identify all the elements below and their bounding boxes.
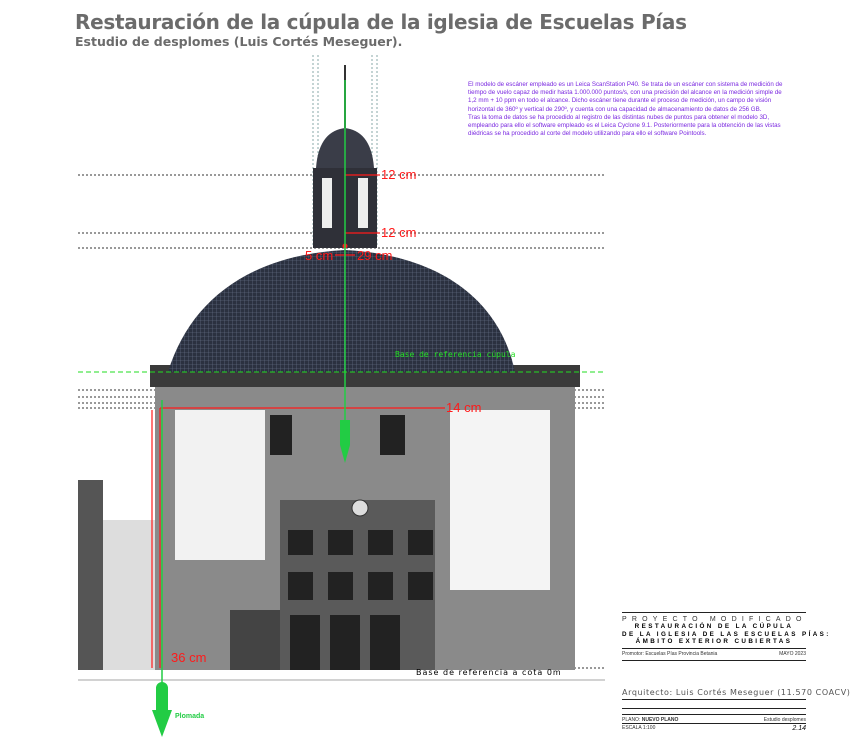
description-paragraph-2: Tras la toma de datos se ha procedido al… (468, 113, 781, 138)
measure-lantern-base: 12 cm (381, 225, 417, 240)
measure-cornice: 14 cm (446, 400, 482, 415)
title-block: PROYECTO MODIFICADO RESTAURACIÓN DE LA C… (622, 612, 850, 732)
plumb-label: Plomada (175, 713, 205, 720)
scanner-description: El modelo de escáner empleado es un Leic… (468, 81, 786, 138)
scale: ESCALA 1:100 (622, 724, 656, 731)
ground-reference-label: Base de referencia a cota 0m (416, 668, 562, 677)
promoter: Promotor: Escuelas Pías Provincia Betani… (622, 650, 718, 657)
measure-dome-left: 5 cm (305, 248, 334, 263)
measure-dome-right: 29 cm (357, 248, 393, 263)
description-paragraph-1: El modelo de escáner empleado es un Leic… (468, 81, 783, 113)
date: MAYO 2023 (779, 650, 806, 657)
plan-label: PLANO: (622, 716, 641, 723)
project-line-1: RESTAURACIÓN DE LA CÚPULA (634, 623, 794, 630)
sheet-number: 2.14 (792, 724, 806, 732)
dome (168, 250, 515, 372)
project-line-3: ÁMBITO EXTERIOR CUBIERTAS (635, 638, 793, 645)
architect: Arquitecto: Luis Cortés Meseguer (11.570… (622, 688, 850, 700)
measure-ground: 36 cm (171, 650, 207, 665)
plumb-lines (78, 80, 605, 737)
project-line-2: DE LA IGLESIA DE LAS ESCUELAS PÍAS: (622, 630, 831, 638)
plumb-bob-icon (340, 420, 350, 463)
plumb-bob-icon (152, 682, 172, 737)
plan-value: NUEVO PLANO (641, 716, 679, 723)
dome-reference-label: Base de referencia cúpula (395, 350, 516, 359)
plan-name: Estudio desplomes (763, 716, 806, 723)
page-title: Restauración de la cúpula de la iglesia … (75, 10, 687, 34)
left-building (78, 480, 103, 670)
measure-lantern-top: 12 cm (381, 167, 417, 182)
page-subtitle: Estudio de desplomes (Luis Cortés Mesegu… (75, 34, 403, 49)
project-type: PROYECTO MODIFICADO (622, 616, 807, 623)
